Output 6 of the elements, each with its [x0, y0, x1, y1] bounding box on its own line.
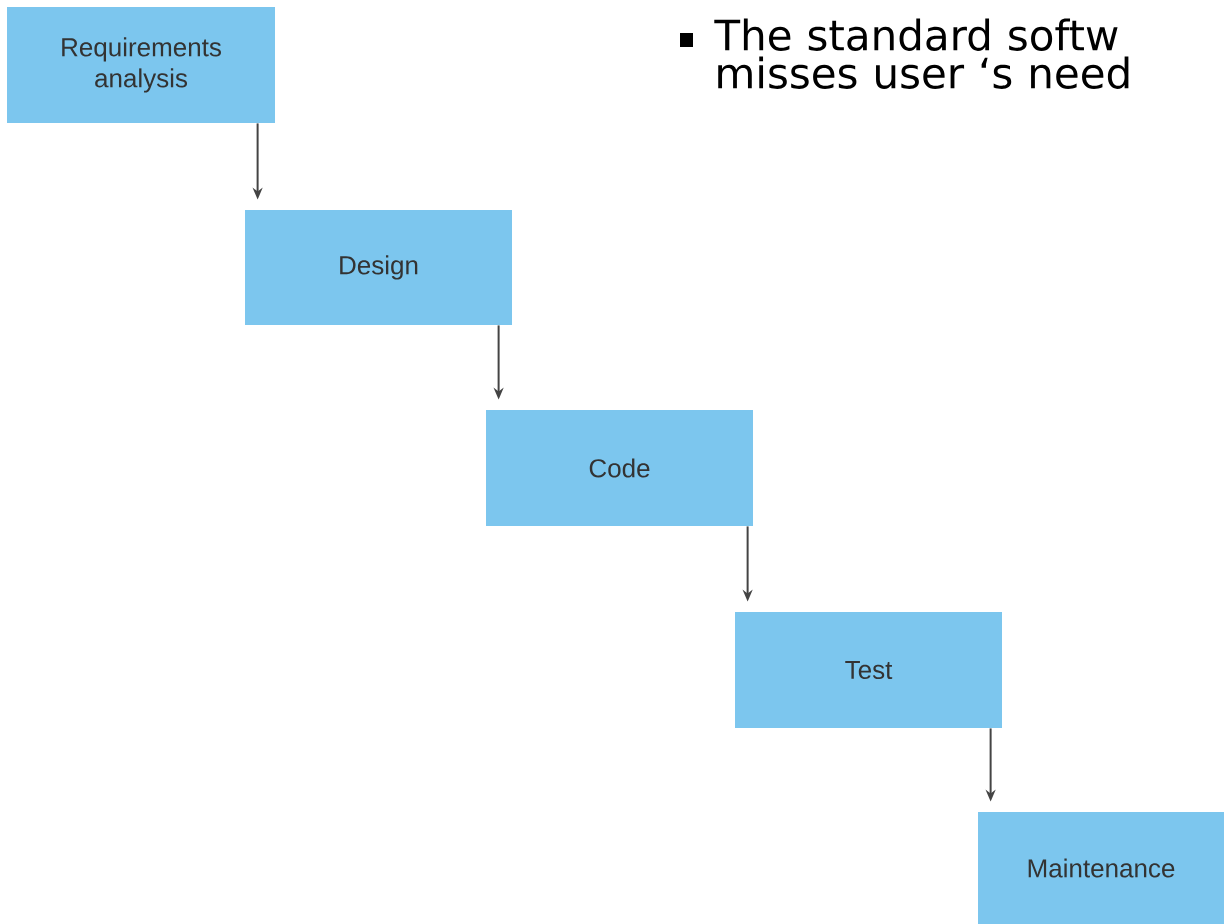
process-box: Test — [735, 612, 1002, 728]
process-box: Maintenance — [978, 812, 1224, 924]
process-box: Design — [245, 210, 512, 325]
process-box: Code — [486, 410, 753, 526]
process-box: Requirements analysis — [7, 7, 275, 123]
bullet-text: The standard softw misses user ‘s need — [714, 18, 1129, 89]
